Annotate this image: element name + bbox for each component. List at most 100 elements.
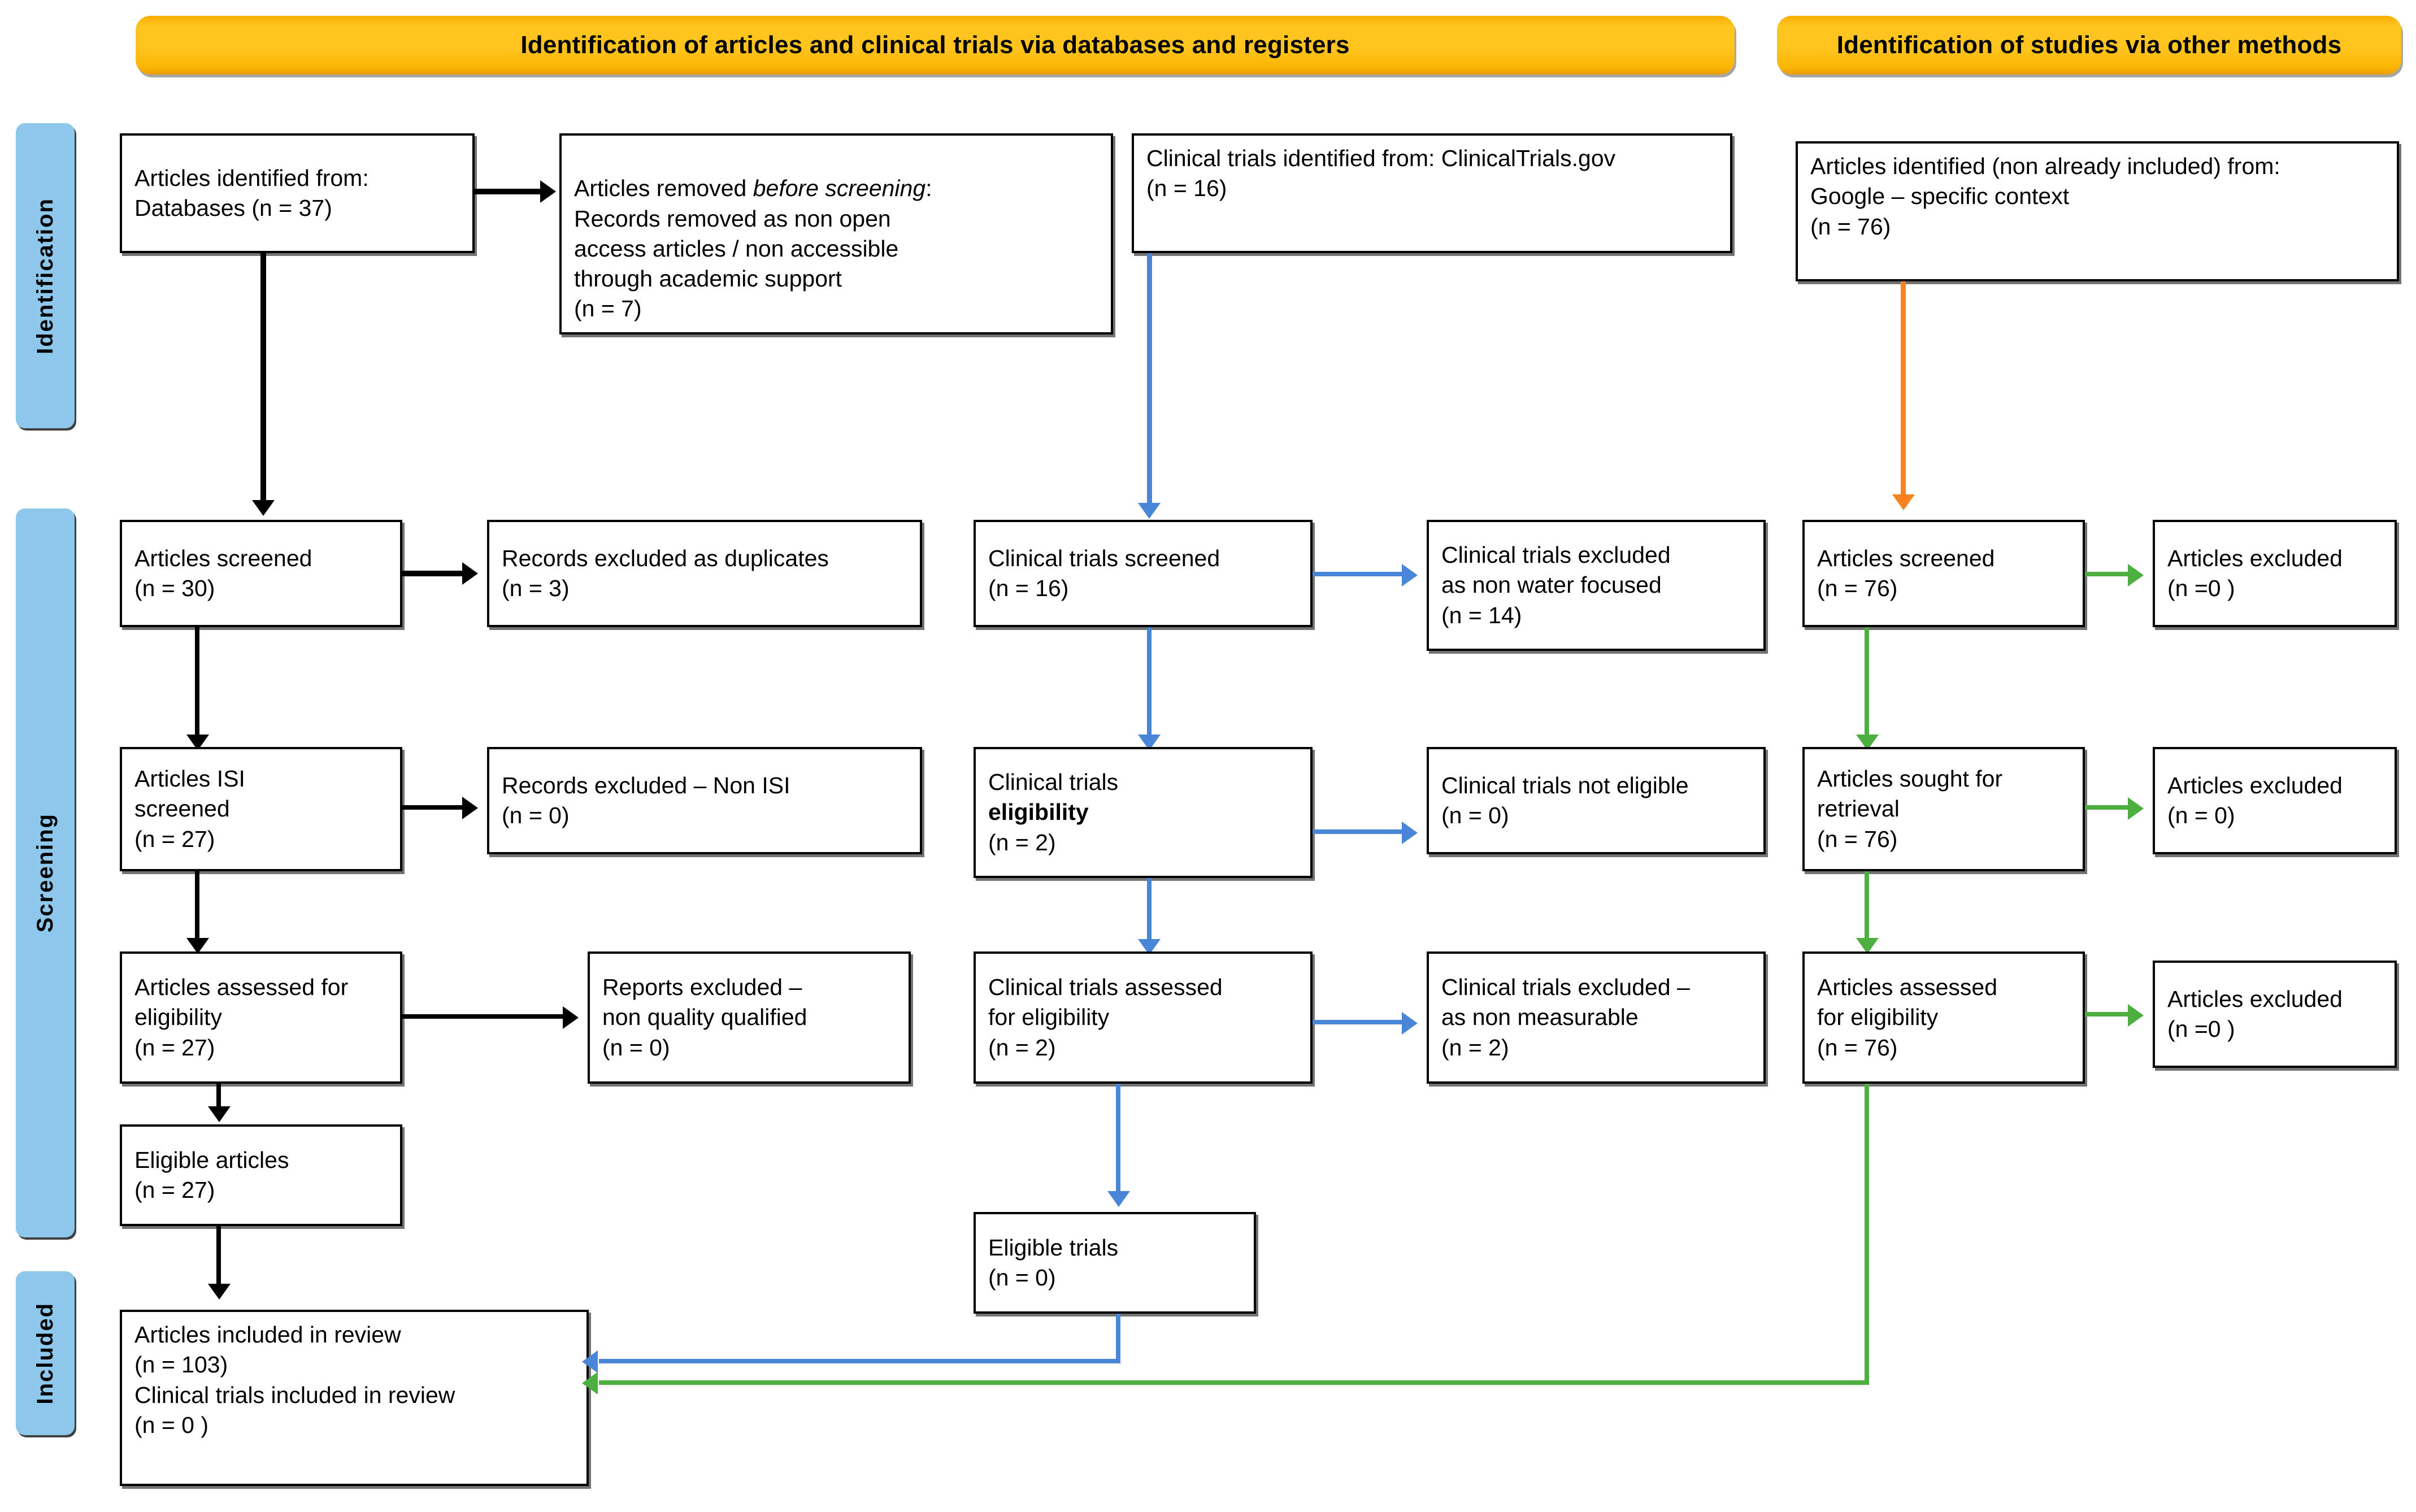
- connector-trials-assessed-to-eligible-trials: [1116, 1084, 1120, 1197]
- box-records-excluded-non-isi: Records excluded – Non ISI (n = 0): [487, 747, 922, 854]
- box-trials-not-eligible: Clinical trials not eligible (n = 0): [1427, 747, 1766, 854]
- connector-eligibility-to-assessed: [1147, 878, 1151, 946]
- box-trials-excluded-non-measurable: Clinical trials excluded – as non measur…: [1427, 951, 1766, 1084]
- connector-screened-to-isi: [195, 627, 199, 740]
- box-other-articles-excluded-2-text: Articles excluded (n = 0): [2167, 772, 2343, 828]
- arrowhead-trials-screened-to-excluded: [1402, 564, 1418, 586]
- connector-trials-identified-to-screened: [1147, 253, 1152, 507]
- box-trials-identified: Clinical trials identified from: Clinica…: [1132, 133, 1732, 253]
- arrowhead-screened-to-duplicates: [462, 562, 478, 585]
- rail-identification: Identification: [16, 123, 75, 428]
- arrowhead-isi-to-assessed: [186, 938, 209, 954]
- box-trials-assessed-eligibility-text: Clinical trials assessed for eligibility…: [988, 974, 1223, 1061]
- connector-assessed-to-reports-excluded: [402, 1014, 565, 1019]
- box-articles-assessed-eligibility-text: Articles assessed for eligibility (n = 2…: [134, 974, 349, 1061]
- box-articles-isi-screened-text: Articles ISI screened (n = 27): [134, 766, 245, 852]
- box-trials-eligibility-head: Clinical trials: [988, 769, 1119, 796]
- box-other-articles-sought-text: Articles sought for retrieval (n = 76): [1817, 766, 2003, 852]
- banner-other-methods-label: Identification of studies via other meth…: [1836, 31, 2342, 59]
- connector-assessed-to-eligible-articles: [216, 1084, 221, 1113]
- connector-eligible-trials-drop: [1116, 1314, 1120, 1363]
- box-articles-removed-before-screening: Articles removed before screening: Recor…: [559, 133, 1113, 334]
- box-other-articles-excluded-3-text: Articles excluded (n =0 ): [2167, 985, 2343, 1042]
- arrowhead-trials-identified-to-screened: [1138, 503, 1161, 519]
- connector-sought-to-excluded-2: [2085, 805, 2129, 810]
- box-other-articles-excluded-2: Articles excluded (n = 0): [2153, 747, 2397, 854]
- connector-trials-assessed-to-excluded: [1313, 1020, 1403, 1024]
- box-articles-removed-emphasis: before screening: [753, 175, 926, 202]
- box-records-excluded-duplicates: Records excluded as duplicates (n = 3): [487, 520, 922, 627]
- box-other-identified: Articles identified (non already include…: [1796, 141, 2399, 281]
- banner-databases-registers: Identification of articles and clinical …: [136, 16, 1735, 75]
- box-other-articles-assessed: Articles assessed for eligibility (n = 7…: [1802, 951, 2085, 1084]
- box-records-excluded-duplicates-text: Records excluded as duplicates (n = 3): [502, 545, 829, 601]
- box-articles-screened: Articles screened (n = 30): [120, 520, 402, 627]
- arrowhead-assessed-to-reports-excluded: [563, 1006, 579, 1029]
- connector-isi-to-assessed: [195, 871, 199, 945]
- rail-included-label: Included: [32, 1302, 58, 1405]
- rail-screening: Screening: [16, 509, 75, 1237]
- box-articles-identified-text: Articles identified from: Databases (n =…: [134, 164, 369, 221]
- box-trials-screened-text: Clinical trials screened (n = 16): [988, 545, 1220, 601]
- arrowhead-eligible-articles-to-included: [208, 1284, 231, 1300]
- arrowhead-identified-to-removed: [540, 180, 556, 203]
- box-reports-excluded-quality: Reports excluded – non quality qualified…: [588, 951, 911, 1084]
- arrowhead-identified-to-screened: [252, 500, 275, 516]
- box-eligible-articles-text: Eligible articles (n = 27): [134, 1146, 289, 1203]
- connector-eligible-trials-horizontal: [599, 1359, 1120, 1363]
- connector-other-assessed-horizontal: [599, 1380, 1869, 1385]
- box-trials-screened: Clinical trials screened (n = 16): [974, 520, 1313, 627]
- box-articles-screened-text: Articles screened (n = 30): [134, 545, 312, 601]
- box-trials-not-eligible-text: Clinical trials not eligible (n = 0): [1441, 772, 1689, 828]
- box-other-articles-excluded-1-text: Articles excluded (n =0 ): [2167, 545, 2343, 601]
- arrowhead-sought-to-excluded-2: [2128, 797, 2144, 820]
- rail-included: Included: [16, 1271, 75, 1435]
- box-other-articles-assessed-text: Articles assessed for eligibility (n = 7…: [1817, 974, 1998, 1061]
- box-articles-assessed-eligibility: Articles assessed for eligibility (n = 2…: [120, 951, 402, 1084]
- box-articles-removed-colon: :: [925, 175, 932, 202]
- connector-trials-screened-to-eligibility: [1147, 627, 1151, 740]
- connector-eligible-articles-to-included: [216, 1226, 221, 1288]
- arrowhead-trials-assessed-to-excluded: [1402, 1012, 1418, 1035]
- box-reports-excluded-quality-text: Reports excluded – non quality qualified…: [602, 974, 807, 1061]
- arrowhead-other-assessed-to-included: [582, 1372, 598, 1394]
- arrowhead-other-identified-to-screened: [1892, 494, 1915, 510]
- box-trials-eligibility-tail: (n = 2): [988, 829, 1056, 855]
- box-eligible-trials-text: Eligible trials (n = 0): [988, 1234, 1119, 1291]
- rail-screening-label: Screening: [32, 813, 58, 933]
- arrowhead-sought-to-assessed: [1856, 938, 1879, 954]
- box-other-articles-sought: Articles sought for retrieval (n = 76): [1802, 747, 2085, 871]
- box-trials-excluded-non-water-text: Clinical trials excluded as non water fo…: [1441, 542, 1671, 628]
- box-other-articles-screened-text: Articles screened (n = 76): [1817, 545, 1995, 601]
- connector-eligibility-to-not-eligible: [1313, 829, 1403, 834]
- box-trials-eligibility-bold: eligibility: [988, 799, 1089, 825]
- box-articles-removed-body: Records removed as non open access artic…: [574, 205, 899, 322]
- box-articles-isi-screened: Articles ISI screened (n = 27): [120, 747, 402, 871]
- arrowhead-isi-to-excluded: [462, 797, 478, 819]
- connector-trials-screened-to-excluded: [1313, 572, 1403, 576]
- box-other-articles-excluded-1: Articles excluded (n =0 ): [2153, 520, 2397, 627]
- box-eligible-articles: Eligible articles (n = 27): [120, 1124, 402, 1226]
- box-articles-removed-head: Articles removed: [574, 175, 753, 202]
- box-other-identified-text: Articles identified (non already include…: [1810, 153, 2280, 240]
- box-trials-identified-text: Clinical trials identified from: Clinica…: [1146, 145, 1616, 202]
- box-records-excluded-non-isi-text: Records excluded – Non ISI (n = 0): [502, 772, 790, 828]
- arrowhead-assessed-to-eligible-articles: [208, 1106, 231, 1122]
- arrowhead-eligibility-to-not-eligible: [1402, 822, 1418, 844]
- banner-other-methods: Identification of studies via other meth…: [1777, 16, 2401, 75]
- connector-other-identified-to-screened: [1901, 281, 1906, 499]
- box-other-articles-screened: Articles screened (n = 76): [1802, 520, 2085, 627]
- connector-isi-to-excluded: [402, 805, 463, 810]
- arrowhead-trials-assessed-to-eligible-trials: [1107, 1191, 1130, 1207]
- arrowhead-other-assessed-to-excluded-3: [2128, 1004, 2144, 1027]
- box-trials-excluded-non-measurable-text: Clinical trials excluded – as non measur…: [1441, 974, 1690, 1061]
- box-trials-excluded-non-water: Clinical trials excluded as non water fo…: [1427, 520, 1766, 651]
- banner-databases-label: Identification of articles and clinical …: [520, 31, 1350, 59]
- connector-screened-to-duplicates: [402, 571, 463, 576]
- connector-sought-to-assessed: [1865, 871, 1869, 945]
- connector-other-screened-to-excluded-1: [2085, 572, 2129, 576]
- connector-other-screened-to-sought: [1865, 627, 1869, 740]
- connector-other-assessed-drop: [1865, 1084, 1869, 1385]
- arrowhead-other-screened-to-excluded-1: [2128, 564, 2144, 586]
